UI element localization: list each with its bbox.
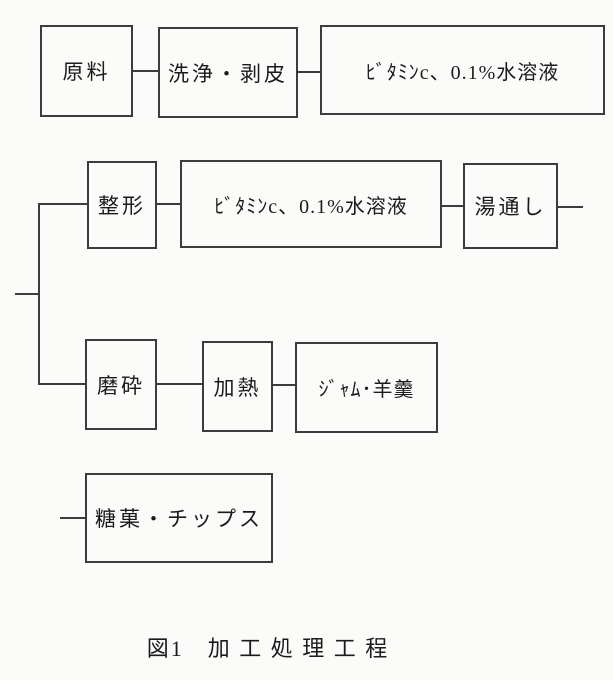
connector-trunk-to-shaping	[40, 203, 87, 205]
connector-trunk-to-grinding	[40, 383, 85, 385]
node-blanching: 湯通し	[463, 163, 558, 249]
node-jam-yokan: ｼﾞｬﾑ･羊羹	[295, 342, 438, 433]
node-washing-peeling: 洗浄・剥皮	[158, 27, 298, 118]
connector-heating-to-jam	[273, 384, 295, 386]
node-shaping: 整形	[87, 161, 157, 249]
node-grinding: 磨砕	[85, 339, 157, 430]
node-heating: 加熱	[202, 341, 273, 432]
figure-caption: 図1 加 工 処 理 工 程	[146, 636, 390, 661]
node-vitamin-solution-2: ﾋﾞﾀﾐﾝc、0.1%水溶液	[180, 160, 442, 248]
node-raw-material: 原料	[40, 25, 133, 117]
connector-vitamin2-to-blanching	[442, 205, 463, 207]
connector-blanching-output-stub	[558, 206, 583, 208]
connector-shaping-to-vitamin2	[157, 203, 180, 205]
node-vitamin-solution-1: ﾋﾞﾀﾐﾝc、0.1%水溶液	[320, 25, 605, 115]
connector-branch-trunk	[38, 203, 40, 385]
connector-grinding-to-heating	[157, 383, 202, 385]
connector-left-input-stub	[15, 293, 38, 295]
connector-candy-input-stub	[60, 517, 85, 519]
connector-raw-to-washing	[133, 70, 158, 72]
connector-washing-to-vitamin1	[298, 71, 320, 73]
node-candy-chips: 糖菓・チップス	[85, 473, 273, 563]
